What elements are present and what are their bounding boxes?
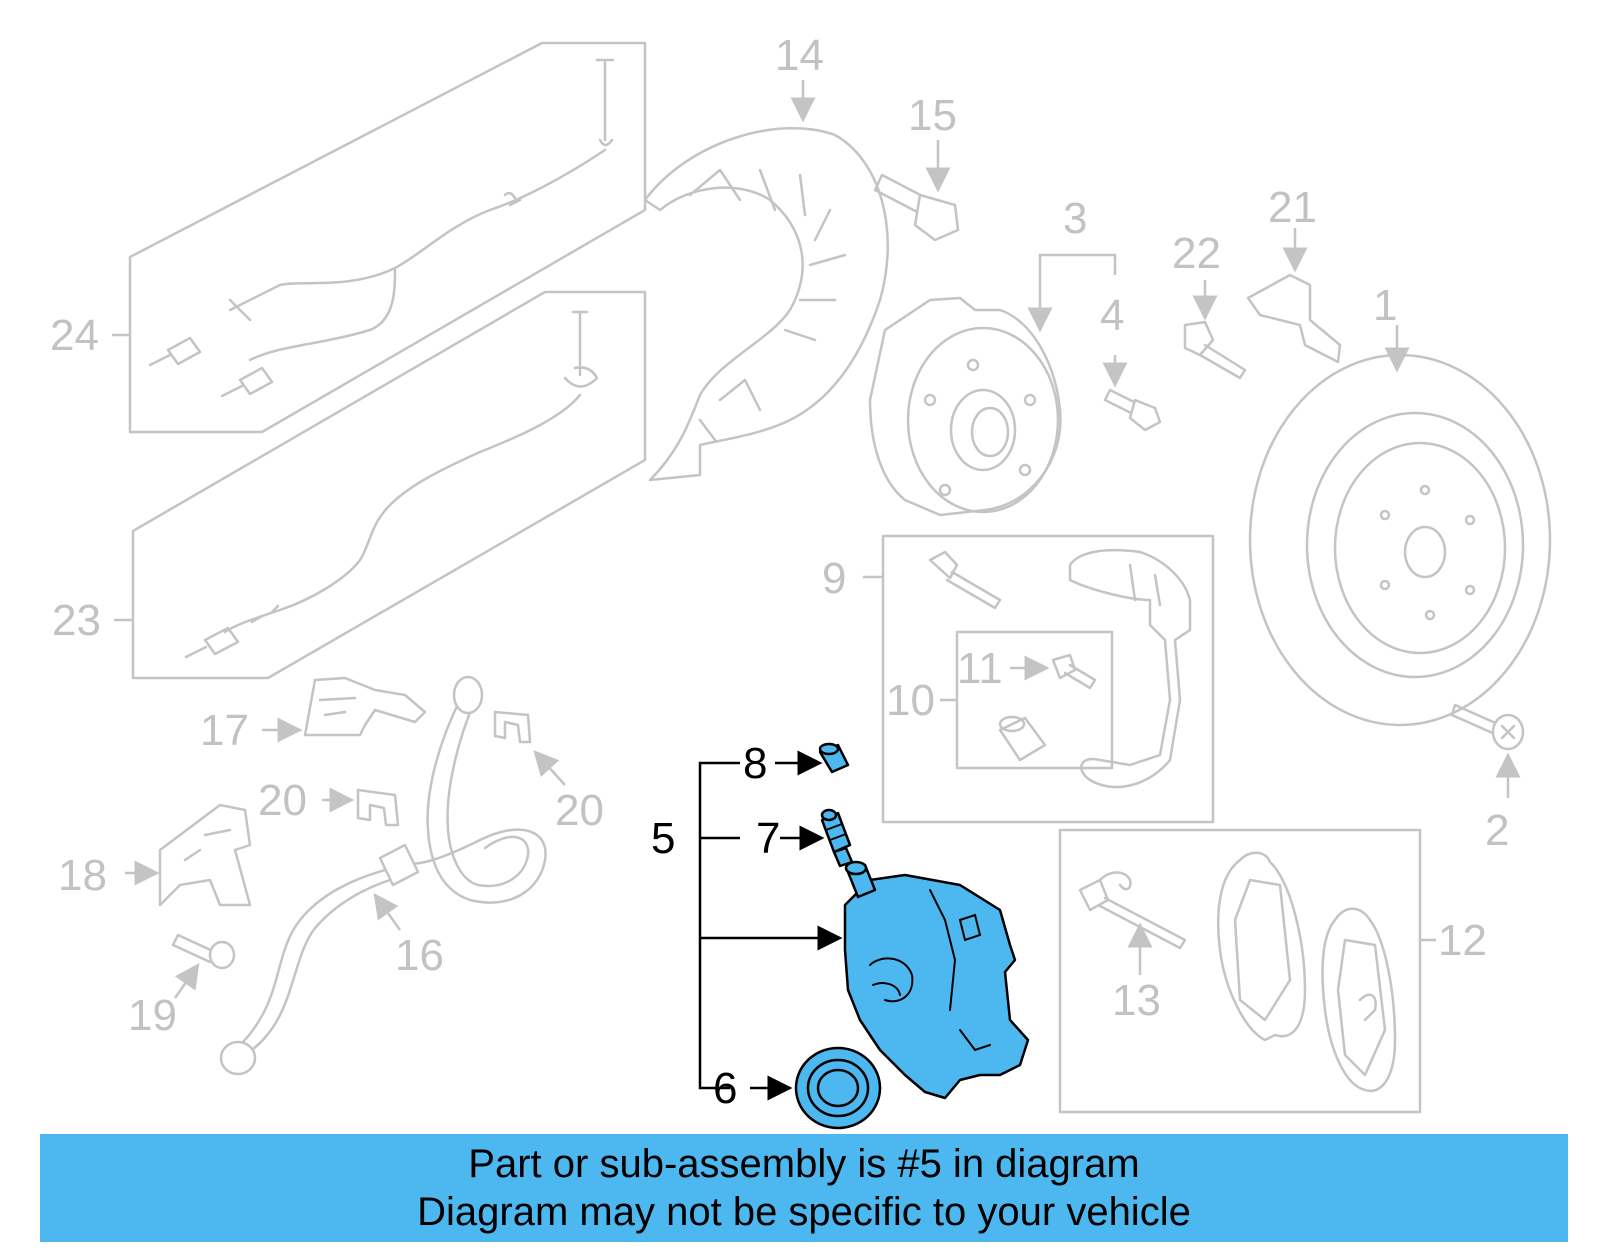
part-1-brake-rotor (1248, 353, 1552, 727)
callout-15: 15 (908, 91, 957, 140)
callout-1: 1 (1373, 281, 1397, 330)
part-5-brake-caliper (843, 860, 1030, 1100)
part-7-bleeder-screw (820, 808, 854, 868)
callout-6: 6 (713, 1064, 737, 1113)
callout-8: 8 (743, 739, 767, 788)
part-24-wear-sensor-kit (128, 41, 647, 434)
callout-3: 3 (1063, 194, 1087, 243)
part-20-clip-lower (356, 788, 400, 827)
part-13-wear-sensor (1078, 871, 1187, 950)
callout-20-left: 20 (258, 776, 307, 825)
part-11-guide-pin-bolt (998, 653, 1097, 762)
part-12-brake-pad-set (1058, 828, 1422, 1114)
part-6-caliper-piston (794, 1046, 882, 1130)
callout-7: 7 (756, 814, 780, 863)
banner-line-2: Diagram may not be specific to your vehi… (417, 1190, 1191, 1234)
part-9-caliper-bracket-kit (881, 534, 1215, 824)
part-2-rotor-screw (1450, 703, 1525, 751)
part-19-bolt (171, 933, 236, 970)
part-16-brake-hose (219, 675, 547, 1076)
callout-24: 24 (50, 311, 99, 360)
part-20-clip-upper (493, 710, 532, 744)
callout-21: 21 (1268, 183, 1317, 232)
callout-10: 10 (886, 676, 935, 725)
callout-17: 17 (200, 706, 249, 755)
part-23-wear-sensor-kit (131, 290, 647, 680)
part-14-brake-dust-shield (643, 127, 890, 482)
part-22-bolt (1183, 320, 1247, 380)
callout-9: 9 (822, 554, 846, 603)
part-17-bracket (303, 676, 427, 737)
callout-11: 11 (957, 644, 1003, 693)
callout-13: 13 (1112, 976, 1161, 1025)
info-banner: Part or sub-assembly is #5 in diagram Di… (40, 1134, 1568, 1242)
part-5-caliper-assembly-leaders (698, 750, 843, 1101)
callout-12: 12 (1438, 916, 1487, 965)
callout-2: 2 (1485, 806, 1509, 855)
callout-22: 22 (1172, 229, 1221, 278)
callout-16: 16 (395, 931, 444, 980)
banner-line-1: Part or sub-assembly is #5 in diagram (468, 1142, 1140, 1186)
callout-14: 14 (775, 31, 824, 80)
part-4-hub-bolt (1103, 388, 1162, 432)
part-8-bleeder-cap (818, 742, 850, 774)
callout-5: 5 (651, 814, 675, 863)
part-21-bracket (1246, 273, 1342, 364)
part-3-wheel-hub-bearing (868, 296, 1062, 517)
callout-4: 4 (1100, 291, 1124, 340)
callout-20-right: 20 (555, 786, 604, 835)
callout-23: 23 (52, 596, 101, 645)
callout-19: 19 (128, 991, 177, 1040)
callout-18: 18 (58, 851, 107, 900)
part-15-shield-bolt (873, 173, 960, 242)
part-18-bracket (158, 803, 252, 907)
